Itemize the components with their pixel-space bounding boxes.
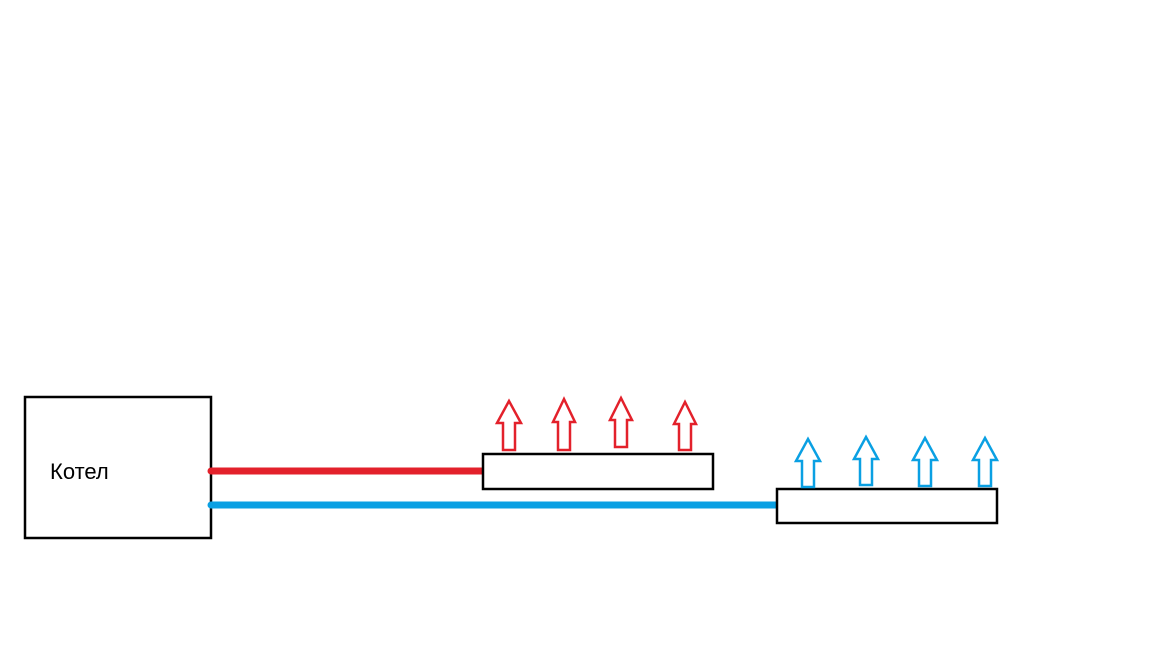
arrow-up-icon: [793, 436, 823, 489]
hot-arrows: [494, 395, 699, 452]
arrow-up-icon: [851, 434, 881, 487]
radiator-cold: [775, 487, 999, 525]
boiler-label: Котел: [50, 459, 109, 484]
radiator-hot: [481, 452, 715, 491]
arrow-up-icon: [910, 435, 940, 488]
arrow-up-icon: [607, 395, 635, 449]
arrow-up-icon: [671, 399, 699, 452]
boiler: Котел: [23, 395, 213, 540]
boiler-box: [23, 395, 213, 540]
arrow-up-icon: [551, 396, 577, 452]
arrow-up-icon: [970, 435, 1000, 488]
arrow-up-icon: [494, 398, 524, 452]
cold-arrows: [793, 434, 1000, 489]
